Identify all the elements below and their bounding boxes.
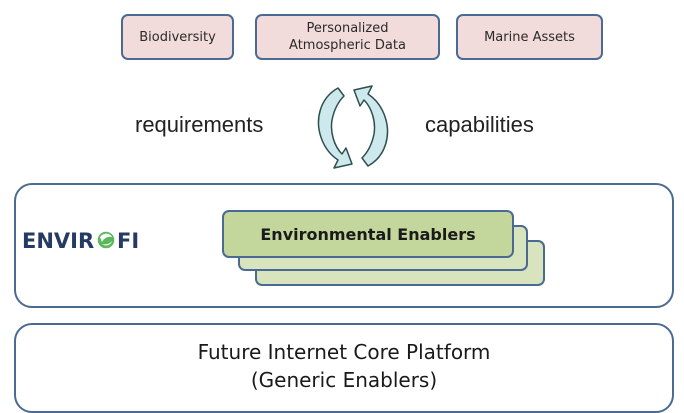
envirofi-logo-graphic: ENVIR FI <box>22 229 139 253</box>
requirements-label: requirements <box>135 112 264 137</box>
personalized-atmospheric-data-box: Personalized Atmospheric Data <box>255 14 440 60</box>
core-platform-subtitle: (Generic Enablers) <box>250 368 438 392</box>
core-platform-panel <box>14 323 674 413</box>
envirofi-logo: ENVIR FI <box>22 223 172 260</box>
environmental-enablers-card: Environmental Enablers <box>222 210 514 258</box>
environmental-enablers-label: Environmental Enablers <box>260 224 476 244</box>
svg-text:ENVIR: ENVIR <box>22 229 94 253</box>
cycle-arrows-icon <box>317 85 389 169</box>
biodiversity-box: Biodiversity <box>121 14 234 60</box>
biodiversity-label: Biodiversity <box>139 29 216 45</box>
core-platform-title: Future Internet Core Platform <box>197 340 491 364</box>
capabilities-label: capabilities <box>425 112 534 137</box>
svg-text:FI: FI <box>117 229 139 253</box>
marine-assets-label: Marine Assets <box>484 29 575 45</box>
core-platform-text: Future Internet Core Platform (Generic E… <box>14 338 674 394</box>
marine-assets-box: Marine Assets <box>456 14 603 60</box>
atmospheric-data-label: Personalized Atmospheric Data <box>289 21 406 53</box>
